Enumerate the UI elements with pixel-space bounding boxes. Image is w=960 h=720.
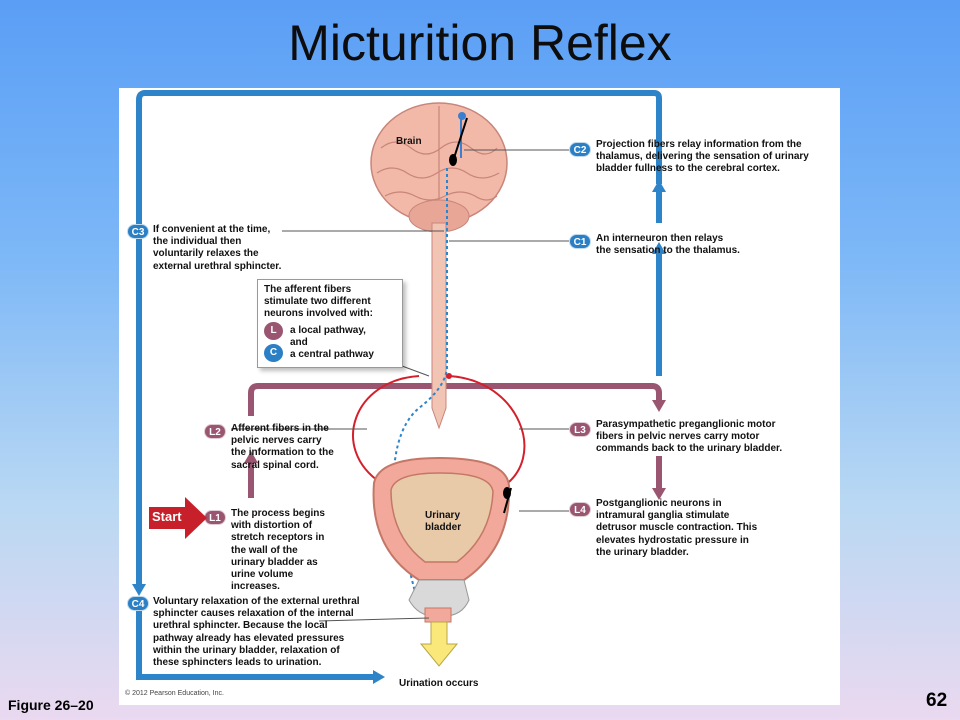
step-l3-text: Parasympathetic preganglionic motor fibe… xyxy=(596,419,783,455)
step-badge-c2: C2 xyxy=(569,142,591,157)
start-arrow: Start xyxy=(149,497,209,544)
step-badge-c1: C1 xyxy=(569,234,591,249)
start-label: Start xyxy=(152,509,182,524)
bladder-illustration xyxy=(372,456,511,623)
efferent-red-loop xyxy=(448,375,526,489)
page-number: 62 xyxy=(926,690,948,711)
local-pathway-badge: L xyxy=(264,322,283,340)
l2-arrowhead xyxy=(244,451,258,463)
leader-lines xyxy=(231,149,569,622)
local-loop-arrow xyxy=(248,383,662,416)
urine-flow-arrow xyxy=(419,621,459,667)
urination-arrowhead xyxy=(373,670,385,684)
central-pathway-text: a central pathway xyxy=(290,349,374,360)
central-loop-arrow xyxy=(136,90,662,588)
c4-arrowhead xyxy=(132,584,146,596)
step-c2-text: Projection fibers relay information from… xyxy=(596,139,809,175)
c1-arrowhead xyxy=(652,242,666,254)
l3-arrowhead xyxy=(652,400,666,412)
legend-and-text: and xyxy=(290,337,308,348)
legend-heading: The afferent fibers stimulate two differ… xyxy=(264,284,373,320)
step-c3-text: If convenient at the time, the individua… xyxy=(153,224,282,272)
step-c4-text: Voluntary relaxation of the external ure… xyxy=(153,596,360,669)
local-pathway-text: a local pathway, xyxy=(290,325,366,336)
step-badge-c4: C4 xyxy=(127,596,149,611)
step-badge-l3: L3 xyxy=(569,422,591,437)
central-pathway-badge: C xyxy=(264,344,283,362)
figure-label: Figure 26–20 xyxy=(8,697,94,713)
pathway-legend: The afferent fibers stimulate two differ… xyxy=(257,279,403,368)
step-badge-c3: C3 xyxy=(127,224,149,239)
step-l1-text: The process begins with distortion of st… xyxy=(231,508,325,593)
slide-title: Micturition Reflex xyxy=(288,15,672,71)
step-badge-l2: L2 xyxy=(204,424,226,439)
step-l4-text: Postganglionic neurons in intramural gan… xyxy=(596,498,758,558)
brain-label: Brain xyxy=(396,136,422,147)
spinal-cord xyxy=(431,222,447,430)
brain-illustration xyxy=(370,102,508,233)
urination-arrow-line xyxy=(136,608,374,680)
step-l2-text: Afferent fibers in the pelvic nerves car… xyxy=(231,423,334,471)
step-c1-text: An interneuron then relays the sensation… xyxy=(596,233,740,257)
bladder-label: Urinary bladder xyxy=(425,510,462,534)
c2-arrowhead xyxy=(652,180,666,192)
copyright-notice: © 2012 Pearson Education, Inc. xyxy=(125,690,224,697)
figure-panel: Brain Urinary bladder C2 Projection fibe… xyxy=(119,88,840,705)
afferent-red-loop xyxy=(352,375,420,484)
diagram-graphics xyxy=(132,90,666,684)
outcome-label: Urination occurs xyxy=(399,678,479,689)
l4-arrowhead xyxy=(652,488,666,500)
step-badge-l4: L4 xyxy=(569,502,591,517)
